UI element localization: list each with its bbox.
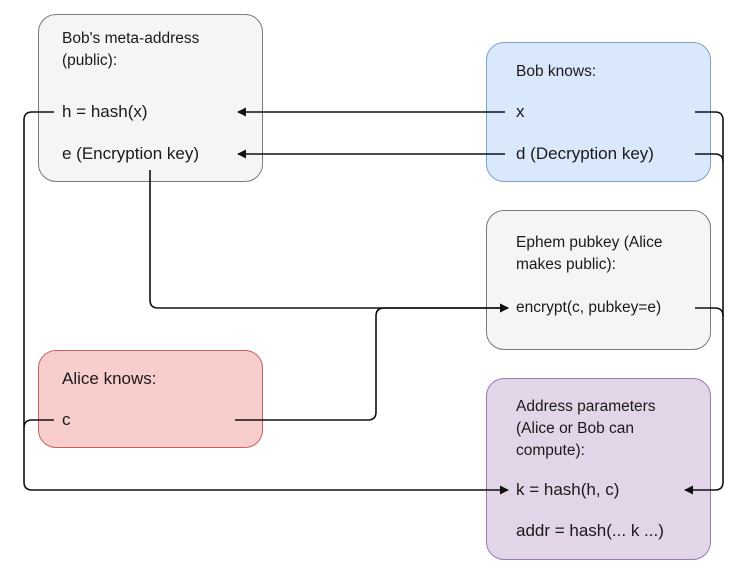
arrow-e-to-encrypt xyxy=(149,170,509,313)
meta-address-title-line1: Bob's meta-address xyxy=(62,30,200,47)
bob-knows-title: Bob knows: xyxy=(516,63,597,80)
address-parameters-box xyxy=(486,378,711,560)
alice-knows-box xyxy=(38,350,263,448)
ephem-pubkey-box xyxy=(486,210,711,350)
ephem-encrypt-line: encrypt(c, pubkey=e) xyxy=(516,299,662,316)
address-params-title-line1: Address parameters xyxy=(516,398,656,415)
address-params-title-line2: (Alice or Bob can xyxy=(516,420,635,437)
bob-knows-box xyxy=(486,42,711,182)
ephem-title-line1: Ephem pubkey (Alice xyxy=(516,234,663,251)
address-params-title-line3: compute): xyxy=(516,442,585,459)
bob-knows-x-line: x xyxy=(516,102,525,121)
meta-address-title-line2: (public): xyxy=(62,52,118,69)
bob-knows-d-line: d (Decryption key) xyxy=(516,144,654,163)
meta-address-h-line: h = hash(x) xyxy=(62,102,148,121)
ephem-title-line2: makes public): xyxy=(516,256,616,273)
alice-knows-c-line: c xyxy=(62,410,71,429)
meta-address-e-line: e (Encryption key) xyxy=(62,144,199,163)
alice-knows-title: Alice knows: xyxy=(62,369,157,388)
arrow-c-to-encrypt xyxy=(235,303,509,421)
address-params-k-line: k = hash(h, c) xyxy=(516,480,620,499)
address-params-addr-line: addr = hash(... k ...) xyxy=(516,521,664,540)
